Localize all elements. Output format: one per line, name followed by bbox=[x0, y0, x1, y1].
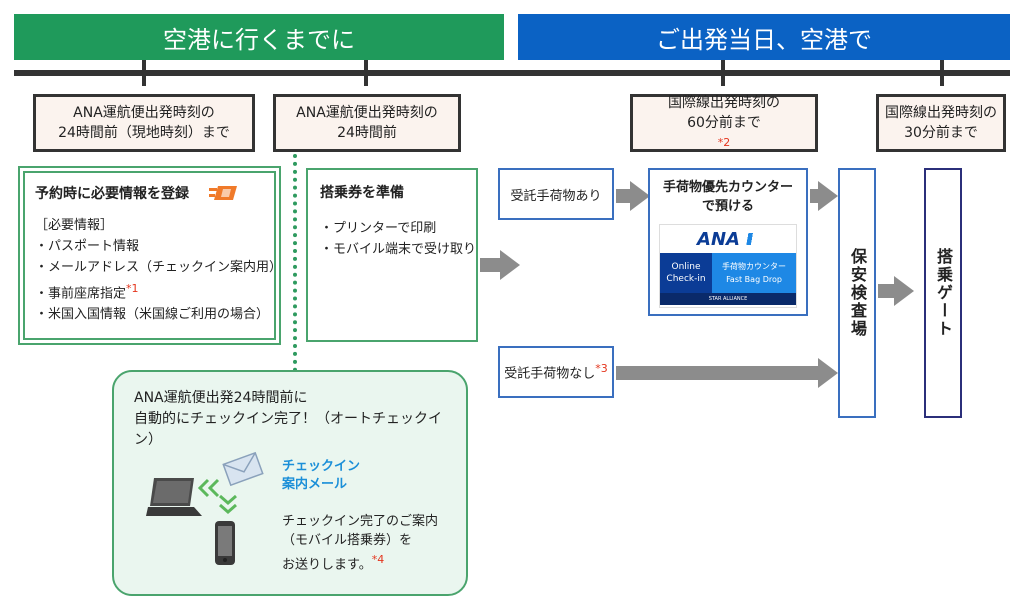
list-item: ・パスポート情報 bbox=[35, 239, 140, 254]
arrow-shaft bbox=[878, 284, 896, 298]
time-box-line1: ANA運航便出発時刻の bbox=[296, 105, 438, 121]
description-line: チェックイン完了のご案内 bbox=[282, 514, 439, 529]
laptop-icon bbox=[144, 476, 204, 520]
header-at-airport-text: ご出発当日、空港で bbox=[656, 25, 872, 54]
checkin-description: チェックイン完了のご案内 （モバイル搭乗券）を お送りします。*4 bbox=[282, 512, 438, 574]
time-box-line2: 60分前まで*2 bbox=[687, 113, 761, 153]
baggage-yes-label: 受託手荷物あり bbox=[510, 188, 602, 204]
arrow-shaft bbox=[616, 189, 632, 203]
time-box-line1: 国際線出発時刻の bbox=[668, 95, 780, 111]
ana-logo-stripes-icon bbox=[742, 233, 759, 245]
counter-line1: 手荷物優先カウンター bbox=[662, 180, 793, 195]
list-item: ・プリンターで印刷 bbox=[320, 221, 437, 236]
fast-bag-drop-panel: 手荷物カウンター Fast Bag Drop bbox=[712, 253, 796, 293]
checkin-mail-label: チェックイン 案内メール bbox=[282, 459, 361, 492]
signal-down-chevrons-icon bbox=[218, 494, 238, 516]
header-at-airport: ご出発当日、空港で bbox=[518, 14, 1010, 60]
signal-chevrons-icon bbox=[196, 478, 222, 498]
flag-icon bbox=[209, 186, 237, 200]
description-line: お送りします。*4 bbox=[282, 553, 385, 573]
footnote-marker: *3 bbox=[595, 362, 608, 376]
timeline-tick bbox=[940, 60, 944, 86]
arrow-right-icon bbox=[630, 181, 650, 211]
list-item: ・事前座席指定*1 bbox=[35, 282, 139, 302]
time-box-line2: 30分前まで bbox=[904, 125, 978, 141]
security-label: 保安検査場 bbox=[848, 248, 867, 338]
time-box-60min: 国際線出発時刻の 60分前まで*2 bbox=[630, 94, 818, 152]
footnote-marker: *1 bbox=[126, 282, 139, 295]
envelope-icon bbox=[220, 448, 266, 490]
time-box-24h: ANA運航便出発時刻の 24時間前 bbox=[273, 94, 461, 152]
dotted-connector bbox=[293, 154, 297, 372]
boarding-gate-box: 搭乗ゲート bbox=[924, 168, 962, 418]
time-box-line1: ANA運航便出発時刻の bbox=[73, 105, 215, 121]
list-item: ・メールアドレス（チェックイン案内用） bbox=[35, 260, 283, 275]
timeline-tick bbox=[721, 60, 725, 86]
arrow-right-icon bbox=[500, 250, 520, 280]
time-box-line1: 国際線出発時刻の bbox=[885, 105, 997, 121]
auto-checkin-line1: ANA運航便出発24時間前に bbox=[134, 390, 308, 406]
time-box-30min: 国際線出発時刻の 30分前まで bbox=[876, 94, 1006, 152]
register-title: 予約時に必要情報を登録 bbox=[35, 186, 189, 202]
baggage-no-label: 受託手荷物なし*3 bbox=[504, 362, 608, 382]
boarding-pass-box: 搭乗券を準備 ・プリンターで印刷 ・モバイル端末で受け取り bbox=[306, 168, 478, 342]
baggage-yes-box: 受託手荷物あり bbox=[498, 168, 614, 220]
boarding-pass-title: 搭乗券を準備 bbox=[320, 185, 404, 201]
time-box-line2: 24時間前 bbox=[337, 125, 397, 141]
footnote-marker: *2 bbox=[717, 136, 731, 149]
time-box-line2: 24時間前（現地時刻）まで bbox=[58, 125, 230, 141]
required-info-heading: ［必要情報］ bbox=[35, 218, 114, 233]
arrow-right-icon bbox=[818, 181, 838, 211]
priority-counter-box: 手荷物優先カウンター で預ける ANA Online Check-in 手荷物カ… bbox=[648, 168, 808, 316]
list-item: ・モバイル端末で受け取り bbox=[320, 242, 477, 257]
auto-checkin-line2: 自動的にチェックイン完了！（オートチェックイン） bbox=[134, 411, 442, 448]
arrow-shaft bbox=[616, 366, 820, 380]
gate-label: 搭乗ゲート bbox=[934, 248, 953, 338]
timeline-tick bbox=[364, 60, 368, 86]
register-info-box: 予約時に必要情報を登録 ［必要情報］ ・パスポート情報 ・メールアドレス（チェッ… bbox=[23, 171, 283, 340]
footnote-marker: *4 bbox=[371, 553, 385, 566]
arrow-right-icon bbox=[894, 276, 914, 306]
counter-sign: ANA Online Check-in 手荷物カウンター Fast Bag Dr… bbox=[659, 224, 797, 308]
security-checkpoint-box: 保安検査場 bbox=[838, 168, 876, 418]
header-before-airport-text: 空港に行くまでに bbox=[163, 25, 355, 54]
counter-line2: で預ける bbox=[701, 199, 754, 214]
header-before-airport: 空港に行くまでに bbox=[14, 14, 504, 60]
list-item: ・米国入国情報（米国線ご利用の場合） bbox=[35, 307, 270, 323]
baggage-no-box: 受託手荷物なし*3 bbox=[498, 346, 614, 398]
timeline-bar bbox=[14, 70, 1010, 76]
arrow-right-icon bbox=[818, 358, 838, 388]
timeline-tick bbox=[142, 60, 146, 86]
ana-logo: ANA bbox=[697, 228, 740, 250]
smartphone-icon bbox=[214, 520, 236, 566]
time-box-24h-local: ANA運航便出発時刻の 24時間前（現地時刻）まで bbox=[33, 94, 255, 152]
online-checkin-panel: Online Check-in bbox=[660, 253, 712, 293]
arrow-shaft bbox=[480, 258, 502, 272]
description-line: （モバイル搭乗券）を bbox=[282, 533, 413, 548]
star-alliance-strip: STAR ALLIANCE bbox=[660, 293, 796, 305]
